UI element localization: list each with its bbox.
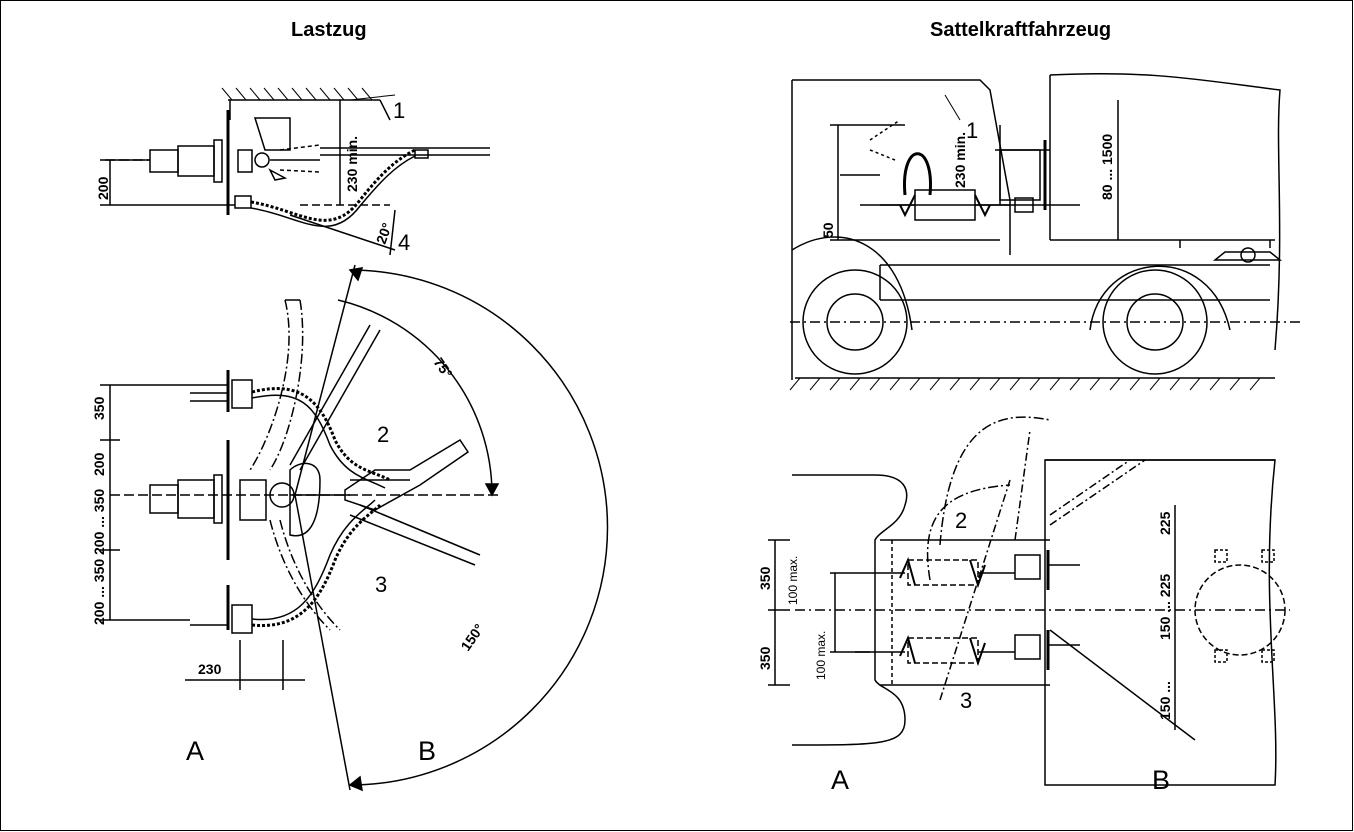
callout-lt-4: 4 xyxy=(398,230,410,255)
sattel-top-view xyxy=(768,416,1290,786)
dim-rb-225a: 225 xyxy=(1157,511,1173,535)
dim-rb-100max-a: 100 max. xyxy=(786,556,800,605)
label-left-b: B xyxy=(418,736,437,766)
label-right-a: A xyxy=(831,765,850,795)
dim-lb-230: 230 xyxy=(198,661,222,677)
dim-rt-80-1500: 80 ... 1500 xyxy=(1099,134,1115,200)
dim-lb-range-a: 200 ... 350 xyxy=(91,489,107,555)
annotations: 1 4 2 3 1 2 3 200 230 min. 20° 350 200 2… xyxy=(91,98,1173,720)
dim-lb-75deg: 75° xyxy=(431,355,456,382)
dim-rt-230min: 230 min. xyxy=(952,132,968,188)
callout-rt-1: 1 xyxy=(966,118,978,143)
callout-rb-3: 3 xyxy=(960,688,972,713)
callout-lb-2: 2 xyxy=(377,422,389,447)
callout-lt-1: 1 xyxy=(393,98,405,123)
label-left-a: A xyxy=(186,736,205,766)
dim-lb-range-b: 200 ... 350 xyxy=(91,559,107,625)
title-lastzug: Lastzug xyxy=(291,19,367,41)
dim-lb-150deg: 150° xyxy=(457,621,487,654)
dim-rb-150-225: 150 ... 225 xyxy=(1157,574,1173,640)
dim-rt-50: 50 xyxy=(820,222,836,238)
label-right-b: B xyxy=(1152,765,1171,795)
sattel-side-view xyxy=(789,72,1300,391)
dim-rb-100max-b: 100 max. xyxy=(814,631,828,680)
dim-rb-350a: 350 xyxy=(757,566,773,590)
dim-lb-200: 200 xyxy=(91,452,107,476)
callout-rb-2: 2 xyxy=(955,508,967,533)
title-sattelkraftfahrzeug: Sattelkraftfahrzeug xyxy=(930,19,1112,41)
dim-lb-350: 350 xyxy=(91,396,107,420)
lastzug-top-view xyxy=(100,264,609,792)
dim-lt-230min: 230 min. xyxy=(344,136,360,192)
dim-rb-350b: 350 xyxy=(757,646,773,670)
dim-rb-150-b: 150 ... xyxy=(1157,681,1173,720)
lastzug-side-view xyxy=(100,87,490,256)
dim-lt-20deg: 20° xyxy=(373,221,395,246)
callout-lb-3: 3 xyxy=(375,572,387,597)
dim-lt-200: 200 xyxy=(95,176,111,200)
